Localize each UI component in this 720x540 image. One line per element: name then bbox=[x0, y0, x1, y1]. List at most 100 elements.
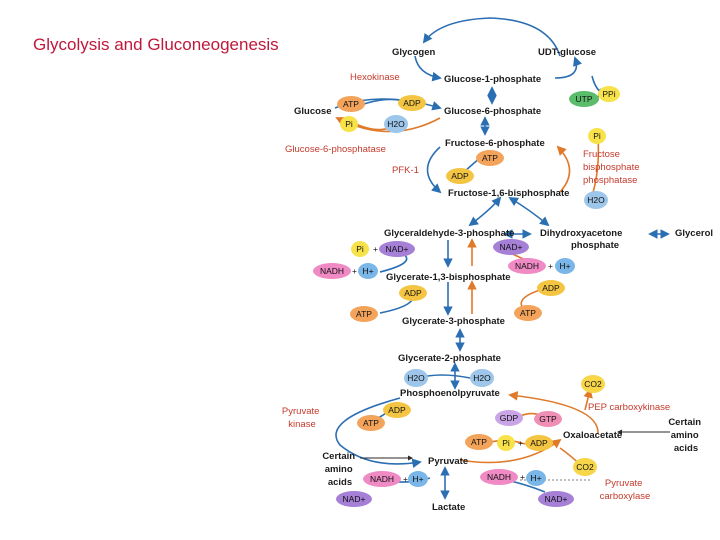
badge-nad-ldh-right: NAD+ bbox=[538, 491, 574, 507]
arrow-glycogen-to-g1p bbox=[414, 55, 442, 82]
badge-co2-pepck: CO2 bbox=[581, 375, 605, 393]
arrow-udp-to-glycogen bbox=[422, 17, 561, 57]
badge-atp-pk: ATP bbox=[357, 415, 385, 431]
badge-pp: PPi bbox=[598, 86, 620, 102]
enzyme-fbpase: Fructose bisphosphate phosphatase bbox=[583, 149, 642, 186]
badge-pi-g6pase: Pi bbox=[340, 116, 358, 132]
pathway-arrows bbox=[334, 17, 670, 500]
svg-text:Pi: Pi bbox=[345, 119, 353, 129]
arrow-fbp-to-dhap bbox=[508, 197, 550, 227]
metabolite-pyruvate: Pyruvate bbox=[428, 456, 468, 467]
svg-text:ATP: ATP bbox=[482, 153, 498, 163]
svg-text:Pi: Pi bbox=[356, 244, 364, 254]
metabolite-fructose-6-phosphate: Fructose-6-phosphate bbox=[445, 138, 545, 149]
svg-text:ADP: ADP bbox=[403, 98, 421, 108]
enzyme-pyruvate-carboxylase: Pyruvate carboxylase bbox=[600, 478, 651, 502]
badge-pi-pc: Pi bbox=[497, 435, 515, 451]
slide-title: Glycolysis and Gluconeogenesis bbox=[33, 35, 279, 54]
svg-text:H+: H+ bbox=[530, 473, 541, 483]
metabolite-glycogen: Glycogen bbox=[392, 47, 435, 58]
badge-pi-gapdh: Pi bbox=[351, 241, 369, 257]
metabolite-glucose-6-phosphate: Glucose-6-phosphate bbox=[444, 106, 541, 117]
badge-co2-pc: CO2 bbox=[573, 458, 597, 476]
badge-nadh-glycolysis: NADH bbox=[313, 263, 351, 279]
svg-text:CO2: CO2 bbox=[576, 462, 594, 472]
svg-text:H+: H+ bbox=[559, 261, 570, 271]
svg-text:NAD+: NAD+ bbox=[545, 494, 568, 504]
badge-atp-pfk: ATP bbox=[476, 150, 504, 166]
arrow-oaa-to-pep bbox=[508, 391, 599, 435]
svg-text:Pi: Pi bbox=[502, 438, 510, 448]
badge-hplus-ldh-left: H+ bbox=[408, 471, 428, 487]
svg-text:ADP: ADP bbox=[530, 438, 548, 448]
svg-text:ATP: ATP bbox=[356, 309, 372, 319]
svg-text:ADP: ADP bbox=[404, 288, 422, 298]
cofactor-badges: ATP ADP Pi H2O UTP PPi ATP ADP Pi H2O Pi… bbox=[313, 86, 620, 507]
badge-nad-glycolysis: NAD+ bbox=[379, 241, 415, 257]
badge-h2o-fbpase: H2O bbox=[584, 191, 608, 209]
plus-sign-4: + bbox=[518, 438, 523, 448]
metabolite-glycerol: Glycerol bbox=[675, 228, 713, 239]
svg-text:H2O: H2O bbox=[473, 373, 491, 383]
svg-text:NADH: NADH bbox=[487, 472, 511, 482]
badge-h2o-enolase-left: H2O bbox=[404, 369, 428, 387]
svg-text:ATP: ATP bbox=[471, 437, 487, 447]
svg-text:Pi: Pi bbox=[593, 131, 601, 141]
svg-text:H+: H+ bbox=[412, 474, 423, 484]
svg-text:GTP: GTP bbox=[539, 414, 557, 424]
badge-atp-pgk-gluconeo: ATP bbox=[514, 305, 542, 321]
plus-sign-2: + bbox=[352, 266, 357, 276]
svg-text:H2O: H2O bbox=[587, 195, 605, 205]
badge-atp-pc: ATP bbox=[465, 434, 493, 450]
metabolite-glucose: Glucose bbox=[294, 106, 332, 117]
svg-text:ADP: ADP bbox=[542, 283, 560, 293]
badge-h2o-enolase-right: H2O bbox=[470, 369, 494, 387]
svg-text:GDP: GDP bbox=[500, 413, 519, 423]
metabolite-dihydroxyacetone: Dihydroxyacetone bbox=[540, 228, 622, 239]
badge-nadh-ldh-right: NADH bbox=[480, 469, 518, 485]
badge-adp-pk: ADP bbox=[383, 402, 411, 418]
arrow-pep-to-pyruvate bbox=[335, 397, 422, 468]
svg-text:ADP: ADP bbox=[388, 405, 406, 415]
arrow-fbpase bbox=[556, 145, 571, 193]
enzyme-labels: Hexokinase Glucose-6-phosphatase PFK-1 F… bbox=[282, 72, 670, 502]
metabolite-fructose-1-6-bisphosphate: Fructose-1,6-bisphosphate bbox=[448, 188, 569, 199]
plus-sign-6: + bbox=[520, 472, 525, 482]
badge-nad-gluconeo: NAD+ bbox=[493, 239, 529, 255]
svg-text:ATP: ATP bbox=[363, 418, 379, 428]
svg-text:NADH: NADH bbox=[515, 261, 539, 271]
svg-text:H2O: H2O bbox=[387, 119, 405, 129]
plus-sign-1: + bbox=[373, 244, 378, 254]
badge-nad-ldh-left: NAD+ bbox=[336, 491, 372, 507]
metabolite-labels: Glycogen UDT-glucose Glucose-1-phosphate… bbox=[294, 47, 713, 513]
badge-adp-pgk-gluconeo: ADP bbox=[537, 280, 565, 296]
badge-gtp: GTP bbox=[534, 411, 562, 427]
svg-text:ATP: ATP bbox=[343, 99, 359, 109]
metabolite-lactate: Lactate bbox=[432, 502, 465, 513]
badge-pi-fbpase: Pi bbox=[588, 128, 606, 144]
svg-text:ATP: ATP bbox=[520, 308, 536, 318]
badge-adp-pgk-glycolysis: ADP bbox=[399, 285, 427, 301]
svg-text:ADP: ADP bbox=[451, 171, 469, 181]
svg-text:H2O: H2O bbox=[407, 373, 425, 383]
metabolite-udt-glucose: UDT-glucose bbox=[538, 47, 596, 58]
metabolite-glycerate-2-phosphate: Glycerate-2-phosphate bbox=[398, 353, 501, 364]
badge-atp-hexokinase: ATP bbox=[337, 96, 365, 112]
svg-text:NAD+: NAD+ bbox=[343, 494, 366, 504]
badge-gdp: GDP bbox=[495, 410, 523, 426]
arrow-pfk1 bbox=[426, 146, 442, 194]
badge-utp: UTP bbox=[569, 91, 599, 107]
svg-text:NADH: NADH bbox=[370, 474, 394, 484]
badge-nadh-ldh-left: NADH bbox=[363, 471, 401, 487]
plus-sign-3: + bbox=[548, 261, 553, 271]
svg-text:PPi: PPi bbox=[602, 89, 615, 99]
metabolite-oxaloacetate: Oxaloacetate bbox=[563, 430, 622, 441]
enzyme-pfk1: PFK-1 bbox=[392, 165, 419, 176]
arrow-g1p-to-udp bbox=[554, 56, 583, 79]
metabolite-glucose-1-phosphate: Glucose-1-phosphate bbox=[444, 74, 541, 85]
badge-nadh-gluconeo: NADH bbox=[508, 258, 546, 274]
svg-text:UTP: UTP bbox=[576, 94, 593, 104]
svg-text:NADH: NADH bbox=[320, 266, 344, 276]
metabolite-glyceraldehyde-3-phosphate: Glyceraldehyde-3-phosphate bbox=[384, 228, 514, 239]
